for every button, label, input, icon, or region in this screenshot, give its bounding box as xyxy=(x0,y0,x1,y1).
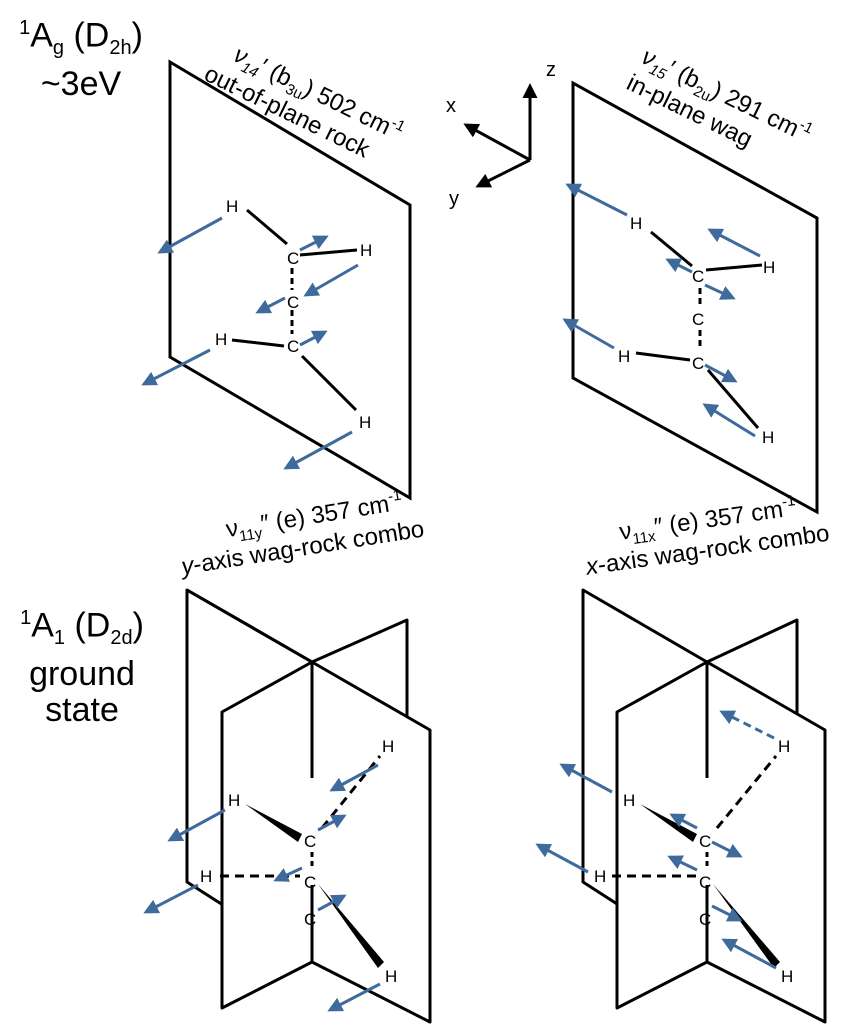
bonds xyxy=(635,230,763,429)
x-axis-label: x xyxy=(446,95,456,117)
panel-v11x: H C H C H C H xyxy=(535,588,827,1024)
displacement-arrow xyxy=(711,840,743,858)
atom-c: C xyxy=(699,873,711,892)
atom-h: H xyxy=(781,967,793,986)
displacement-arrow xyxy=(565,183,628,217)
displacement-arrows xyxy=(141,216,359,470)
atom-c: C xyxy=(287,293,299,312)
ground-state-label: 1A1 (D2d) ground state xyxy=(2,600,162,728)
atom-c: C xyxy=(304,910,316,929)
displacement-arrow xyxy=(299,235,329,252)
displacement-arrow xyxy=(255,296,286,314)
molecular-planes xyxy=(185,588,432,1024)
atoms: H C H C H C H xyxy=(618,214,775,447)
mode-label-v11x: ν11x″ (e) 357 cm-1 x-axis wag-rock combo xyxy=(583,492,831,581)
displacement-arrow xyxy=(327,982,381,1012)
atoms: H C H C H C H xyxy=(215,197,372,432)
atoms: H C H C H C H xyxy=(594,737,793,986)
atom-c: C xyxy=(287,337,299,356)
displacement-arrow xyxy=(317,814,347,832)
atom-h: H xyxy=(762,428,774,447)
displacement-arrow xyxy=(157,216,223,254)
displacement-arrow xyxy=(303,263,359,297)
atom-h: H xyxy=(382,737,394,756)
atom-h: H xyxy=(623,791,635,810)
molecular-plane xyxy=(168,59,412,501)
displacement-arrow xyxy=(721,938,777,970)
displacement-arrow xyxy=(707,228,761,258)
displacement-arrow xyxy=(669,813,698,830)
atom-c: C xyxy=(692,354,704,373)
mode-label-v11y: ν11y″ (e) 357 cm-1 y-axis wag-rock combo xyxy=(177,487,426,581)
displacement-arrow xyxy=(559,763,613,794)
atom-c: C xyxy=(699,832,711,851)
displacement-arrows xyxy=(535,710,777,970)
state-word: state xyxy=(45,691,119,730)
atom-c: C xyxy=(304,832,316,851)
displacement-arrow xyxy=(667,855,698,872)
atom-h: H xyxy=(226,197,238,216)
displacement-arrow xyxy=(665,258,693,274)
molecular-planes xyxy=(581,588,827,1024)
displacement-arrow xyxy=(283,430,353,470)
displacement-arrow xyxy=(535,843,589,874)
atom-c: C xyxy=(304,873,316,892)
displacement-arrow xyxy=(704,363,738,383)
atom-h: H xyxy=(228,791,240,810)
bonds xyxy=(612,755,780,968)
atom-h: H xyxy=(359,413,371,432)
atom-h: H xyxy=(594,867,606,886)
displacement-arrow xyxy=(317,894,347,912)
displacement-arrow xyxy=(711,904,743,922)
excited-state-label: 1Ag (D2h) ~3eV xyxy=(6,10,156,102)
displacement-arrows xyxy=(562,183,761,438)
bonds xyxy=(231,208,358,412)
displacement-arrow xyxy=(167,808,226,842)
z-axis-label: z xyxy=(546,59,556,81)
atom-h: H xyxy=(215,330,227,349)
atom-c: C xyxy=(287,249,299,268)
displacement-arrow xyxy=(143,883,199,914)
atom-h: H xyxy=(200,867,212,886)
displacement-arrow xyxy=(702,403,756,438)
atom-h: H xyxy=(763,258,775,277)
atom-h: H xyxy=(630,214,642,233)
atom-c: C xyxy=(692,267,704,286)
atom-h: H xyxy=(360,241,372,260)
atom-h: H xyxy=(778,737,790,756)
atom-h: H xyxy=(618,347,630,366)
atom-c: C xyxy=(692,310,704,329)
displacement-arrow xyxy=(719,710,775,740)
displacement-arrow xyxy=(329,763,379,792)
displacement-arrow xyxy=(562,318,615,350)
displacement-arrow xyxy=(273,866,303,882)
displacement-arrow xyxy=(704,283,736,300)
panel-v11y: H C H C H C H xyxy=(143,588,432,1024)
displacement-arrows xyxy=(143,763,381,1012)
atom-h: H xyxy=(385,967,397,986)
displacement-arrow xyxy=(141,348,211,386)
atoms: H C H C H C H xyxy=(200,737,397,986)
atom-c: C xyxy=(699,910,711,929)
excited-state-energy: ~3eV xyxy=(40,65,122,104)
panel-v14: H C H C H C H xyxy=(141,59,412,501)
molecular-plane xyxy=(571,80,819,515)
panel-v15: H C H C H C H xyxy=(562,80,819,515)
mode-label-v15: ν15′ (b2u) 291 cm-1 in-plane wag xyxy=(622,43,816,153)
mode-label-v14: ν14′ (b3u) 502 cm-1 out-of-plane rock xyxy=(200,41,408,164)
ground-state-word: ground xyxy=(29,655,135,694)
coordinate-axes xyxy=(463,83,538,188)
y-axis-label: y xyxy=(449,188,459,210)
displacement-arrow xyxy=(299,330,328,347)
